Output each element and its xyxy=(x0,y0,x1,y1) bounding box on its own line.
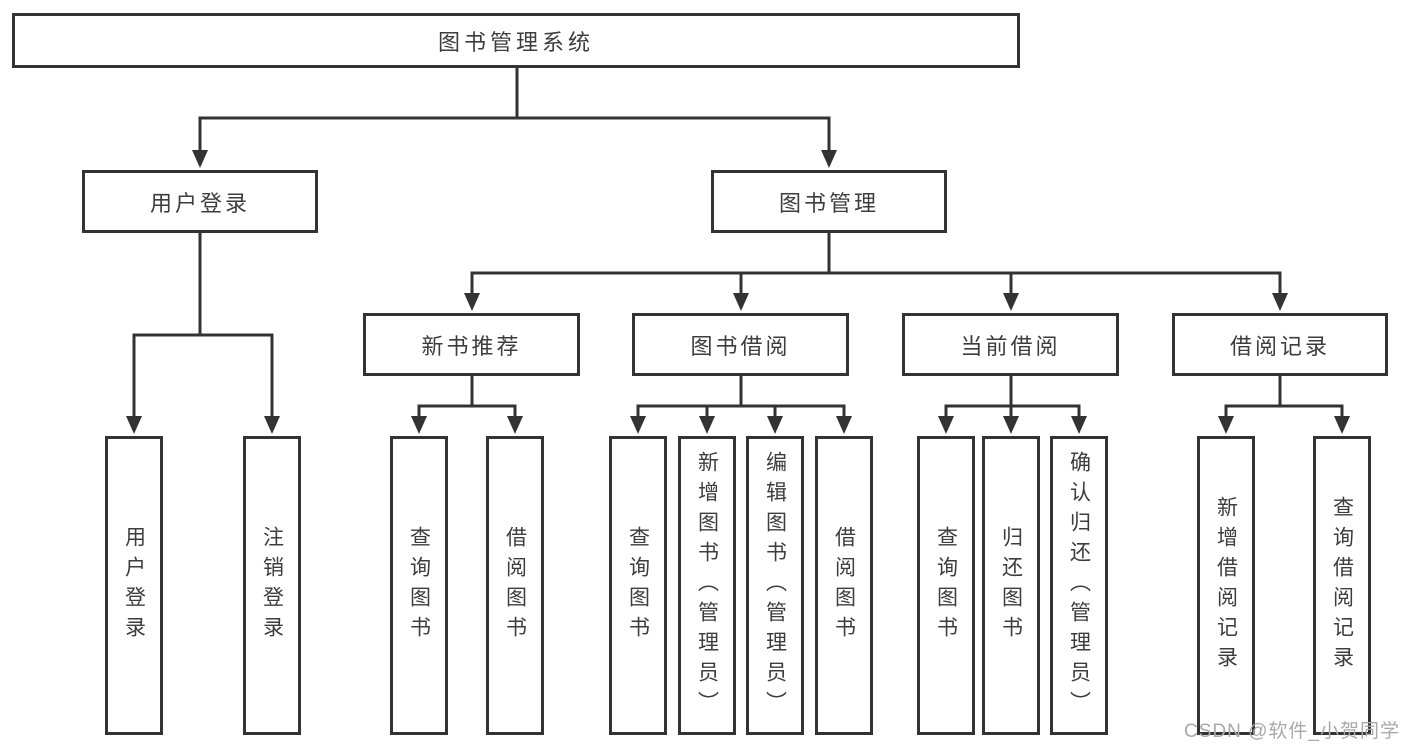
node-label: 归还图书 xyxy=(999,525,1023,646)
node-label: 编辑图书（管理员） xyxy=(763,450,787,721)
node-label: 图书管理系统 xyxy=(437,29,594,55)
node-new-book-recommend: 新书推荐 xyxy=(363,313,580,376)
node-query-books-current: 查询图书 xyxy=(917,436,975,735)
node-add-borrow-record: 新增借阅记录 xyxy=(1197,436,1255,735)
connector-root-to-level2 xyxy=(192,66,837,168)
node-label: 借阅图书 xyxy=(832,525,856,646)
node-user-login-module: 用户登录 xyxy=(82,170,318,233)
node-borrowing-records: 借阅记录 xyxy=(1172,313,1388,376)
csdn-watermark: CSDN @软件_小贺同学 xyxy=(1184,721,1400,742)
node-confirm-return-admin: 确认归还（管理员） xyxy=(1050,436,1108,735)
node-label: 借阅图书 xyxy=(503,525,527,646)
node-label: 图书借阅 xyxy=(690,333,791,359)
node-label: 当前借阅 xyxy=(960,333,1061,359)
node-logout-leaf: 注销登录 xyxy=(243,436,301,735)
node-label: 借阅记录 xyxy=(1229,333,1330,359)
node-label: 新增图书（管理员） xyxy=(695,450,719,721)
node-query-books-borrowing: 查询图书 xyxy=(609,436,667,735)
connector-user-login-branch xyxy=(126,231,280,434)
node-label: 新增借阅记录 xyxy=(1214,495,1238,676)
node-label: 确认归还（管理员） xyxy=(1067,450,1091,721)
node-edit-books-admin: 编辑图书（管理员） xyxy=(746,436,804,735)
node-library-system-root: 图书管理系统 xyxy=(12,13,1020,68)
node-return-books: 归还图书 xyxy=(982,436,1040,735)
node-query-books-recommend: 查询图书 xyxy=(390,436,448,735)
node-borrow-books-leaf: 借阅图书 xyxy=(815,436,873,735)
node-current-borrowing: 当前借阅 xyxy=(902,313,1119,376)
node-label: 查询图书 xyxy=(934,525,958,646)
connector-borrow-record-branch xyxy=(1218,374,1350,434)
node-label: 新书推荐 xyxy=(421,333,522,359)
node-query-borrow-record: 查询借阅记录 xyxy=(1313,436,1371,735)
connector-current-borrow-branch xyxy=(938,374,1087,434)
connector-book-borrow-branch xyxy=(630,374,852,434)
node-book-borrowing: 图书借阅 xyxy=(632,313,849,376)
node-label: 查询图书 xyxy=(407,525,431,646)
node-borrow-books-recommend: 借阅图书 xyxy=(486,436,544,735)
node-label: 注销登录 xyxy=(260,525,284,646)
node-user-login-leaf: 用户登录 xyxy=(105,436,163,735)
node-add-books-admin: 新增图书（管理员） xyxy=(678,436,736,735)
node-label: 图书管理 xyxy=(778,190,879,216)
node-book-management-module: 图书管理 xyxy=(711,170,947,233)
node-label: 查询图书 xyxy=(626,525,650,646)
node-label: 查询借阅记录 xyxy=(1330,495,1354,676)
node-label: 用户登录 xyxy=(149,190,250,216)
node-label: 用户登录 xyxy=(122,525,146,646)
connector-book-mgmt-to-level3 xyxy=(464,231,1288,311)
connector-new-book-branch xyxy=(411,374,523,434)
